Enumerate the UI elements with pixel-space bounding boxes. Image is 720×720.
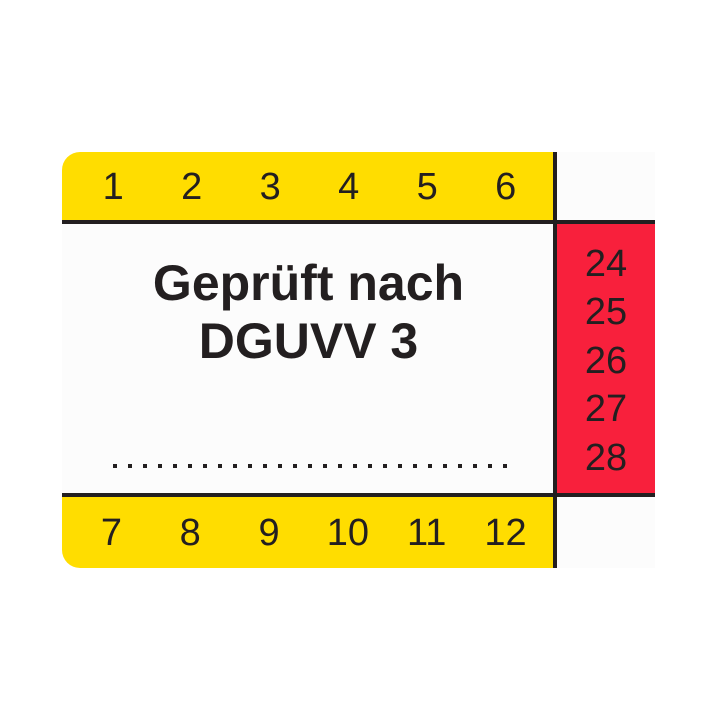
divider-bottom [62, 493, 655, 497]
month-7: 7 [100, 511, 122, 554]
month-3: 3 [259, 166, 281, 208]
divider-vertical [553, 152, 557, 568]
month-9: 9 [258, 511, 280, 554]
month-10: 10 [326, 511, 370, 554]
year-24: 24 [584, 242, 628, 285]
month-1: 1 [102, 166, 124, 208]
divider-top [62, 220, 655, 224]
title-line-1: Geprüft nach [152, 255, 465, 311]
month-5: 5 [416, 166, 438, 208]
month-11: 11 [406, 511, 447, 554]
year-26: 26 [584, 339, 628, 382]
month-2: 2 [181, 166, 203, 208]
year-28: 28 [584, 436, 628, 479]
month-12: 12 [484, 511, 527, 554]
months-row-top: 1 2 3 4 5 6 [62, 152, 555, 222]
signature-dotted-line [113, 464, 509, 468]
year-27: 27 [584, 388, 628, 431]
month-6: 6 [495, 166, 517, 208]
month-4: 4 [338, 166, 360, 208]
months-row-bottom: 7 8 9 10 11 12 [62, 497, 555, 568]
month-8: 8 [179, 511, 201, 554]
title-line-2: DGUVV 3 [198, 313, 419, 369]
year-25: 25 [584, 291, 628, 334]
year-column: 24 25 26 27 28 [557, 224, 655, 496]
label-title: Geprüft nach DGUVV 3 [62, 254, 555, 370]
